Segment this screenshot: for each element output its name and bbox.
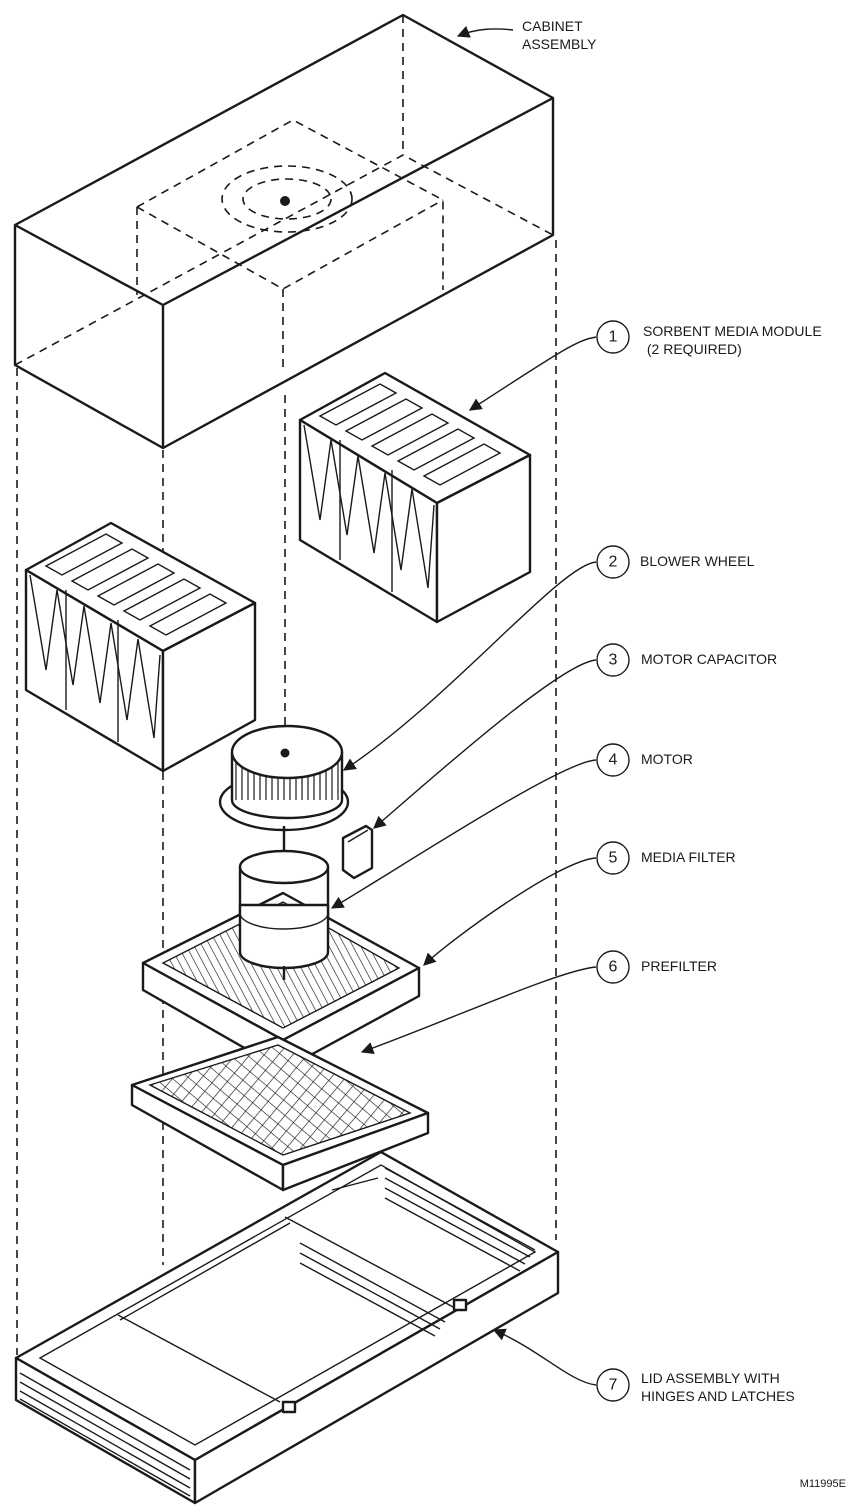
latch-right xyxy=(452,1298,468,1312)
callout-number: 3 xyxy=(609,652,618,669)
callout-4: 4 MOTOR xyxy=(596,743,693,777)
callout-number: 5 xyxy=(609,850,618,867)
lid-assembly xyxy=(14,1150,560,1505)
cabinet-label-line2: ASSEMBLY xyxy=(522,36,597,52)
sorbent-media-module-left xyxy=(24,521,257,773)
callout-5: 5 MEDIA FILTER xyxy=(596,841,736,875)
callout-number: 2 xyxy=(609,554,618,571)
lid-vents-top xyxy=(299,1167,536,1337)
callout-label-line1: SORBENT MEDIA MODULE xyxy=(643,323,822,339)
callout-label-line1: MEDIA FILTER xyxy=(641,849,736,865)
callout-label-line2: HINGES AND LATCHES xyxy=(641,1388,795,1404)
alignment-lines xyxy=(16,240,557,1355)
callout-number: 6 xyxy=(609,959,618,976)
lid-vents-front xyxy=(19,1372,191,1497)
callout-7: 7 LID ASSEMBLY WITH HINGES AND LATCHES xyxy=(596,1368,795,1404)
cabinet-assembly xyxy=(13,13,555,450)
sorbent-media-module-right xyxy=(298,371,532,624)
callout-number: 4 xyxy=(609,752,618,769)
callout-2: 2 BLOWER WHEEL xyxy=(596,545,755,579)
cabinet-label: CABINET ASSEMBLY xyxy=(522,18,597,52)
motor-capacitor xyxy=(341,824,374,880)
callout-1: 1 SORBENT MEDIA MODULE (2 REQUIRED) xyxy=(596,320,822,357)
callout-label-line1: MOTOR xyxy=(641,751,693,767)
callout-label-line1: LID ASSEMBLY WITH xyxy=(641,1370,780,1386)
callout-3: 3 MOTOR CAPACITOR xyxy=(596,643,777,677)
prefilter xyxy=(130,1035,430,1192)
cabinet-label-line1: CABINET xyxy=(522,18,583,34)
callout-label-line2: (2 REQUIRED) xyxy=(643,341,742,357)
callout-number: 1 xyxy=(609,329,618,346)
callout-label-line1: MOTOR CAPACITOR xyxy=(641,651,777,667)
callout-number: 7 xyxy=(609,1377,618,1394)
leader-lines xyxy=(330,25,597,1386)
blower-wheel xyxy=(218,724,350,832)
media-filter xyxy=(141,891,421,1072)
callout-label-line1: BLOWER WHEEL xyxy=(640,553,755,569)
callout-6: 6 PREFILTER xyxy=(596,950,717,984)
drawing-code: M11995E xyxy=(800,1478,846,1490)
callout-label-line1: PREFILTER xyxy=(641,958,717,974)
latch-left xyxy=(281,1400,297,1414)
